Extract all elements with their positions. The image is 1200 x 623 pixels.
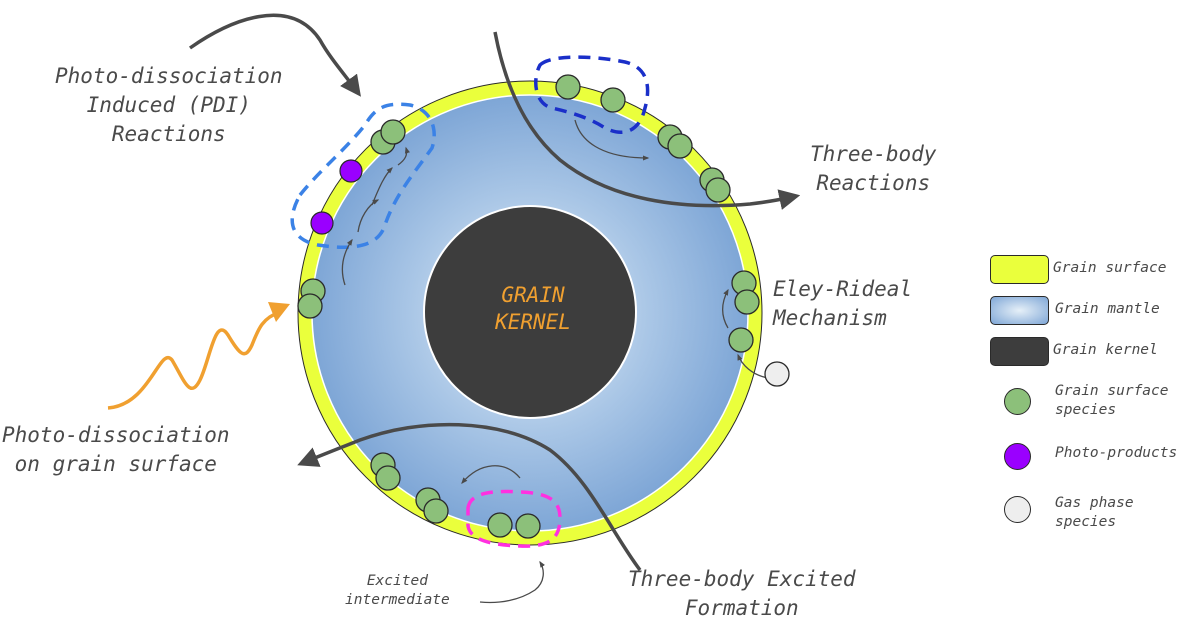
- legend-swatch-photo-products: [1004, 443, 1031, 470]
- three-body-label-line1: Three-body: [810, 142, 937, 166]
- pdi-incoming-arrow: [188, 13, 361, 97]
- excited-region: [466, 489, 562, 548]
- photo-product-1: [339, 159, 363, 183]
- eley-rideal-label: Eley-Rideal Mechanism: [773, 275, 912, 333]
- legend-swatch-kernel: [990, 337, 1049, 366]
- species-tb-2: [600, 87, 626, 113]
- photo-surface-label-line1: Photo-dissociation: [2, 423, 230, 447]
- excited-label-line1: Excited: [366, 573, 428, 589]
- three-body-label-line2: Reactions: [816, 171, 931, 195]
- species-pdi-2: [380, 119, 406, 145]
- surface-species-group: [297, 74, 760, 539]
- reaction-step-arrows: [341, 119, 769, 604]
- three-body-region: [534, 55, 650, 134]
- species-er-2: [734, 289, 760, 315]
- three-body-excited-label-line1: Three-body Excited: [628, 567, 856, 591]
- three-body-label: Three-body Reactions: [810, 140, 936, 198]
- legend-label-species: Grain surface species: [1055, 383, 1169, 418]
- species-excited-2: [515, 513, 541, 539]
- legend: Grain surface Grain mantle Grain kernel …: [985, 0, 1200, 617]
- pdi-label-line2: Induced (PDI): [86, 93, 251, 117]
- eley-rideal-label-line1: Eley-Rideal: [773, 277, 913, 301]
- legend-swatch-gas-phase: [1004, 496, 1031, 523]
- photon-arrowhead: [268, 302, 290, 322]
- pdi-reactions-label: Photo-dissociation Induced (PDI) Reactio…: [55, 62, 283, 149]
- pdi-label-line3: Reactions: [111, 122, 226, 146]
- legend-swatch-species: [1004, 388, 1031, 415]
- pdi-region: [290, 102, 436, 249]
- legend-label-surface: Grain surface: [1053, 260, 1167, 276]
- species-bottom-2: [375, 465, 401, 491]
- excited-intermediate-label: Excited intermediate: [345, 572, 450, 610]
- species-tb-1: [555, 74, 581, 100]
- species-tb-4: [667, 133, 693, 159]
- three-body-trajectory-arrow: [493, 31, 801, 210]
- legend-label-kernel: Grain kernel: [1053, 342, 1158, 358]
- eley-rideal-label-line2: Mechanism: [773, 306, 887, 330]
- photo-surface-label-line2: on grain surface: [14, 452, 217, 476]
- legend-label-gas-phase: Gas phase species: [1055, 495, 1134, 530]
- gas-phase-species: [764, 361, 790, 387]
- kernel-label-line2: KERNEL: [495, 310, 571, 334]
- legend-swatch-surface: [990, 255, 1049, 284]
- pdi-label-line1: Photo-dissociation: [55, 64, 283, 88]
- species-pd-2: [297, 293, 323, 319]
- species-excited-1: [487, 512, 513, 538]
- excited-label-line2: intermediate: [345, 592, 450, 608]
- three-body-excited-label-line2: Formation: [684, 596, 799, 620]
- species-tb-6: [705, 177, 731, 203]
- legend-label-mantle: Grain mantle: [1055, 301, 1160, 317]
- kernel-label: GRAIN KERNEL: [460, 282, 606, 336]
- photo-product-2: [310, 211, 334, 235]
- kernel-label-line1: GRAIN: [501, 283, 565, 307]
- photo-dissociation-surface-label: Photo-dissociation on grain surface: [2, 421, 230, 479]
- species-er-3: [728, 327, 754, 353]
- photon-wave: [107, 310, 281, 410]
- grain-kernel: [423, 205, 637, 419]
- excited-formation-trajectory-arrow: [297, 422, 642, 572]
- legend-swatch-mantle: [990, 296, 1049, 325]
- three-body-excited-label: Three-body Excited Formation: [628, 565, 856, 623]
- species-bottom-4: [423, 498, 449, 524]
- legend-label-photo-products: Photo-products: [1055, 445, 1178, 461]
